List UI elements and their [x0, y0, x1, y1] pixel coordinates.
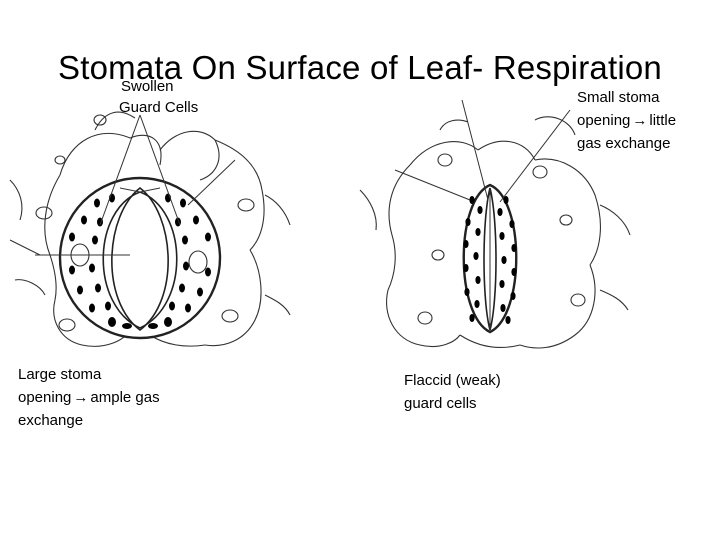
- open-stoma-illustration: [9, 111, 291, 347]
- closed-stoma-illustration: [359, 99, 631, 349]
- right-arrow-icon: →: [632, 112, 648, 129]
- label-flaccid-guard-cells: Flaccid (weak) guard cells: [404, 369, 501, 415]
- slide-title: Stomata On Surface of Leaf- Respiration: [58, 49, 662, 86]
- label-large-stoma: Large stoma opening→ample gas exchange: [18, 363, 160, 432]
- label-small-line-2: opening→little: [577, 109, 676, 132]
- right-arrow-icon: →: [73, 389, 89, 406]
- label-small-line-2a: opening: [577, 112, 631, 129]
- label-large-line-3: exchange: [18, 412, 84, 429]
- label-small-line-2b: little: [649, 112, 677, 129]
- label-large-line-1: Large stoma: [18, 366, 102, 383]
- label-swollen-line-1: Swollen: [121, 78, 174, 95]
- label-swollen-line-2: Guard Cells: [119, 99, 199, 116]
- label-large-line-2b: ample gas: [90, 389, 160, 406]
- label-small-line-3: gas exchange: [577, 135, 671, 152]
- label-flaccid-line-2: guard cells: [404, 395, 477, 412]
- label-small-line-1: Small stoma: [577, 89, 660, 106]
- label-swollen-guard-cells: Swollen Guard Cells: [119, 76, 199, 118]
- label-large-line-2: opening→ample gas: [18, 386, 160, 409]
- label-small-stoma: Small stoma opening→little gas exchange: [577, 86, 676, 155]
- label-large-line-2a: opening: [18, 389, 72, 406]
- label-flaccid-line-1: Flaccid (weak): [404, 372, 501, 389]
